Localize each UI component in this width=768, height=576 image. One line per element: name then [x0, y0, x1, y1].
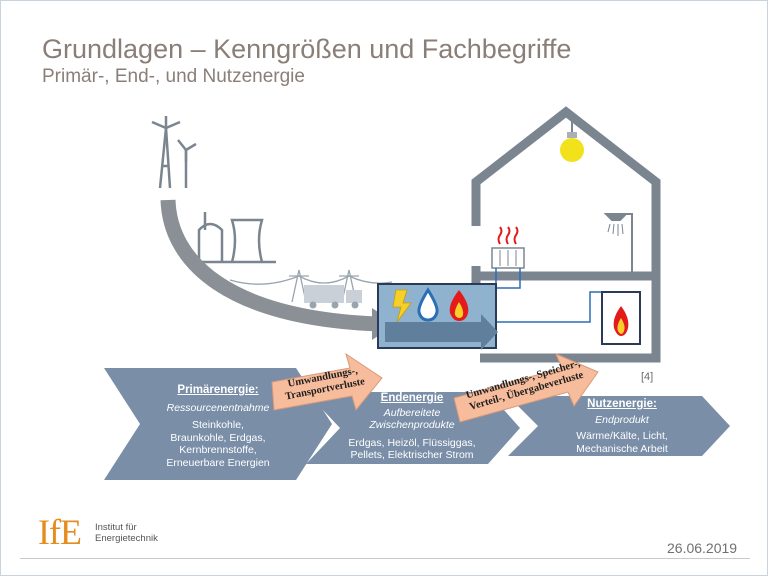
radiator-icon [491, 226, 525, 269]
slide-date: 26.06.2019 [667, 540, 738, 556]
wind-turbine-icon [151, 116, 197, 189]
lightning-icon [392, 289, 412, 323]
flame-icon [449, 290, 469, 321]
stage-primary-subheading: Ressourcenentnahme [166, 401, 270, 414]
drop-icon [417, 287, 439, 322]
power-plant-icon [196, 212, 276, 264]
stage-primary-body: Steinkohle, Braunkohle, Erdgas, Kernbren… [166, 419, 270, 469]
house-outline [471, 106, 661, 363]
primary-flow-arrow [160, 199, 379, 332]
logo-institute-name: Institut für Energietechnik [95, 522, 158, 544]
loss-arrow-1 [271, 352, 383, 412]
chevron-useful [508, 396, 730, 456]
page-title: Grundlagen – Kenngrößen und Fachbegriffe [42, 34, 572, 64]
truck-icon [304, 285, 362, 309]
stage-useful-body: Wärme/Kälte, Licht, Mechanische Arbeit [576, 430, 668, 455]
source-reference: [4] [641, 371, 654, 383]
stage-primary-heading: Primärenergie: [177, 384, 259, 396]
light-bulb-icon [560, 120, 584, 162]
boiler-icon [601, 291, 641, 345]
stage-final: Endenergie Aufbereitete Zwischenprodukte… [340, 392, 484, 462]
stage-useful-subheading: Endprodukt [595, 413, 649, 426]
stage-primary: Primärenergie: Ressourcenentnahme Steink… [150, 384, 286, 469]
page-subtitle: Primär-, End-, und Nutzenergie [42, 66, 305, 87]
stage-final-subheading: Aufbereitete Zwischenprodukte [369, 406, 455, 432]
stage-final-body: Erdgas, Heizöl, Flüssiggas, Pellets, Ele… [348, 436, 476, 462]
ife-logo: IfE [38, 512, 82, 552]
loss-arrow-2 [453, 353, 599, 423]
stage-useful: Nutzenergie: Endprodukt Wärme/Kälte, Lic… [552, 398, 692, 455]
shower-icon [603, 213, 633, 272]
footer-divider [20, 558, 750, 559]
stage-useful-heading: Nutzenergie: [587, 398, 657, 410]
stage-final-heading: Endenergie [380, 392, 444, 404]
